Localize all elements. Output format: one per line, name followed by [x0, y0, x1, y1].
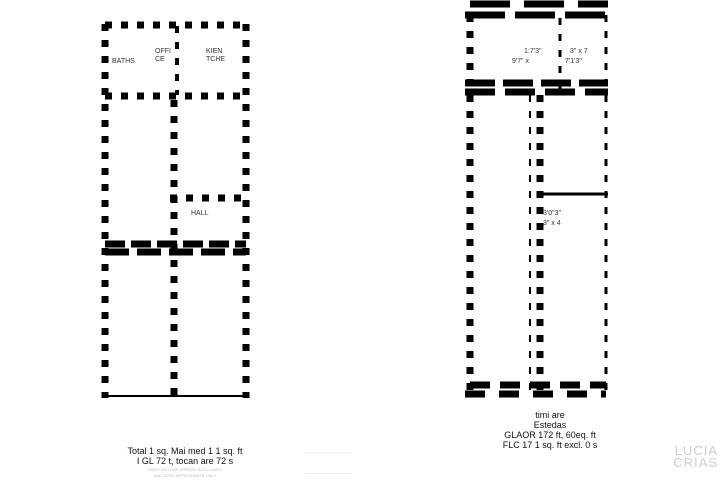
area-summary-line2: I GL 72 t, tocan are 72 s	[136, 456, 234, 466]
area-summary-line4: FLC 17 1 sq. ft excl. 0 s	[502, 440, 598, 450]
disclaimer-line2: AND SIZES APPROXIMATE ONLY	[153, 473, 217, 478]
disclaimer-line1: SIZES INCLUDE APPROX. ACTU UNITS	[148, 467, 222, 472]
room-label-kitchen: KIEN TCHE	[206, 48, 226, 63]
area-summary-line1: timi are	[535, 410, 565, 420]
logo-line1: LUCIA	[674, 443, 718, 458]
dimension-label: 1:7'3"	[524, 48, 542, 55]
area-summary-line2: Estedas	[533, 420, 567, 430]
area-summary-line1: Total 1 sq. Mai med 1 1 sq. ft	[127, 446, 243, 456]
right-floor-plan	[465, 0, 608, 398]
scale-bar	[305, 452, 353, 474]
area-summary-line3: GLAOR 172 ft, 60eq. ft	[504, 430, 596, 440]
logo-line2: CRIAS	[673, 455, 718, 470]
room-label-office: OFFI CE	[155, 48, 171, 63]
dimension-label: 3" x 4	[543, 220, 561, 227]
brand-logo: LUCIA CRIAS	[640, 443, 718, 470]
room-label-bath: BATHS	[112, 58, 135, 65]
dimension-label: 7'1'3"	[565, 58, 582, 65]
left-floor-plan	[101, 21, 250, 398]
dimension-label: 3'0"3"	[543, 210, 561, 217]
room-label-hall: HALL	[191, 210, 209, 217]
dimension-label: 9'7" x	[512, 58, 530, 65]
dimension-label: 3" x 7	[570, 48, 588, 55]
